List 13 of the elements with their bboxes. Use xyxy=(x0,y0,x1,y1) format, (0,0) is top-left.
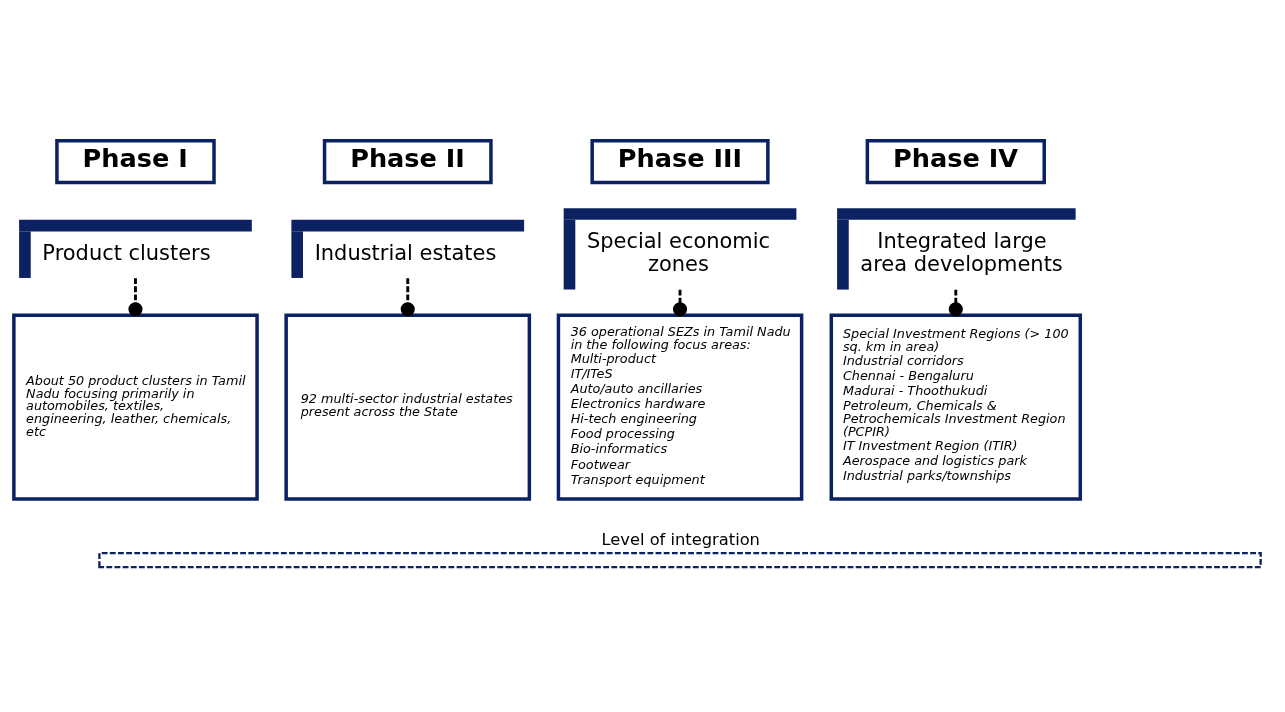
connector xyxy=(400,277,415,316)
node-box: Special Investment Regions (> 100 sq. km in area) Industrial corridors Chennai - Bengaluru Madurai - Thoothukudi Petroleum, Chemicals & Petrochemicals Investment Region (PCPIR) IT Investment Region (ITIR) Aerospace and logistics park Industrial parks/townships xyxy=(829,312,1083,501)
node-box: About 50 product clusters in Tamil Nadu focusing primarily in automobiles, textiles, engineering, leather, chemicals, etc xyxy=(12,312,259,501)
node-box: 92 multi-sector industrial estates present across the State xyxy=(284,312,532,501)
node-box: Phase II xyxy=(322,138,493,184)
node-box: 36 operational SEZs in Tamil Nadu in the following focus areas: Multi-product IT/ITeS Auto/auto ancillaries Electronics hardware Hi-tech engineering Food processing Bio-informatics Footwear Transport equipment xyxy=(556,312,804,501)
node-box: Phase IV xyxy=(865,138,1046,184)
connector xyxy=(948,289,963,316)
connector xyxy=(673,289,688,316)
node-box: Phase I xyxy=(55,138,216,184)
label: Level of integration xyxy=(601,529,760,549)
connector xyxy=(128,277,143,316)
node-box: Phase III xyxy=(590,138,770,184)
